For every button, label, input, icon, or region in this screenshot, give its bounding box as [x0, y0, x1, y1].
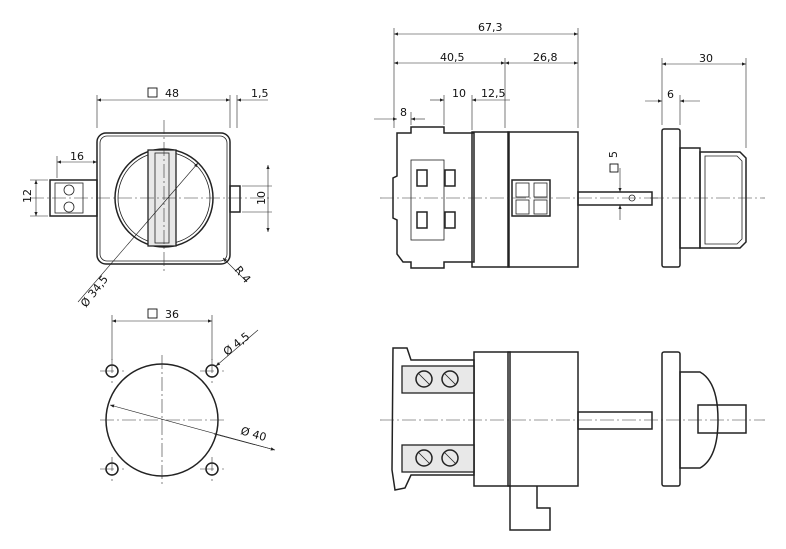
top-knob [697, 404, 747, 434]
top-view [380, 347, 765, 531]
right-tab [229, 185, 241, 213]
dim-10: 10 [255, 191, 268, 205]
side-view: 67,3 40,5 26,8 10 12,5 8 5 [374, 21, 660, 269]
front-view: 48 1,5 16 12 10 Ø 34,5 R 4 [21, 87, 272, 310]
dim-12-5: 12,5 [481, 87, 506, 100]
dim-6: 6 [667, 88, 674, 101]
top-switch-body [507, 351, 579, 487]
dim-40-5: 40,5 [440, 51, 465, 64]
mount-bracket [509, 486, 551, 531]
end-view: 30 6 [645, 52, 765, 268]
top-shaft [577, 411, 653, 430]
dim-12: 12 [21, 189, 34, 203]
switch-body [507, 131, 579, 268]
contact-block [392, 126, 475, 269]
dim-1-5: 1,5 [251, 87, 269, 100]
dim-10-side: 10 [452, 87, 466, 100]
dim-dia-34-5: Ø 34,5 [78, 273, 111, 310]
dim-16: 16 [70, 150, 84, 163]
dim-30: 30 [699, 52, 713, 65]
shaft [577, 191, 653, 206]
dim-r4: R 4 [232, 264, 254, 286]
dim-48: 48 [165, 87, 179, 100]
cutout-view: 36 Ø 4,5 Ø 40 [100, 308, 276, 485]
top-contact-block [391, 347, 475, 491]
end-knob [699, 151, 747, 249]
dim-67-3: 67,3 [478, 21, 503, 34]
dim-36: 36 [165, 308, 179, 321]
dim-dia-4-5: Ø 4,5 [221, 330, 252, 359]
dim-8: 8 [400, 106, 407, 119]
dim-5: 5 [607, 151, 620, 158]
dim-26-8: 26,8 [533, 51, 558, 64]
